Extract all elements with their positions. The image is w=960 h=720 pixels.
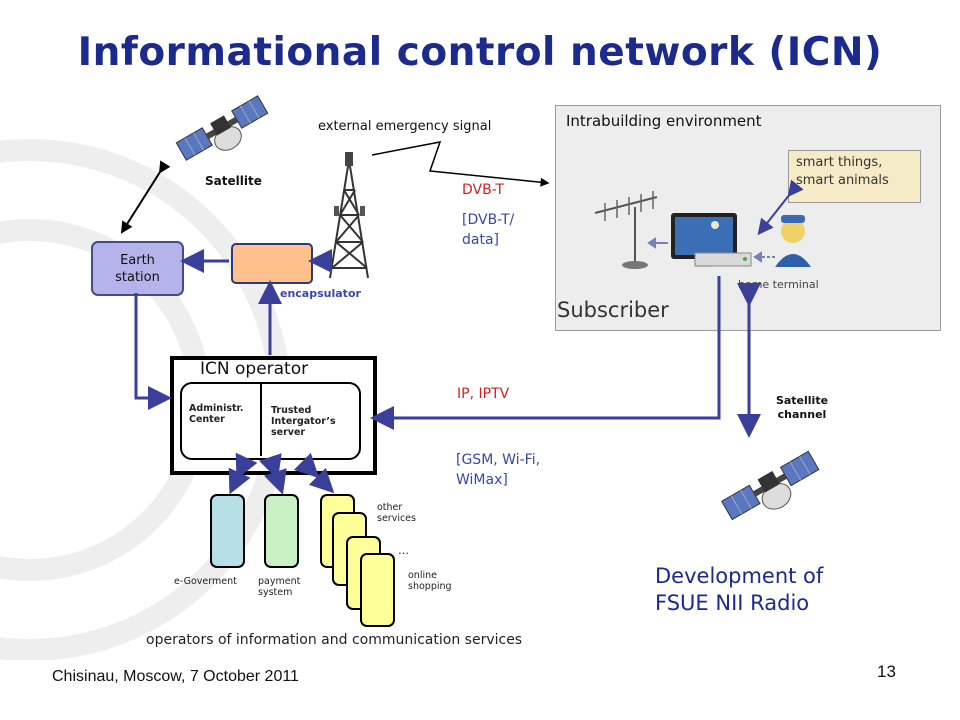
arrow-terminal-to-icn xyxy=(370,276,721,430)
arrow-icn-egov xyxy=(228,452,258,495)
arrow-satellite-earth xyxy=(120,160,171,234)
ellipsis-label: … xyxy=(398,544,409,557)
lightning-signal-arrow xyxy=(371,141,550,187)
dvbt-data-line1: [DVB-T/ xyxy=(462,212,515,228)
intrabuilding-label: Intrabuilding environment xyxy=(566,112,762,130)
ip-iptv-label: IP, IPTV xyxy=(457,386,510,402)
smart-things-box: smart things, smart animals xyxy=(788,150,921,203)
subscriber-label: Subscriber xyxy=(557,298,669,322)
operators-caption: operators of information and communicati… xyxy=(146,632,523,648)
gsm-label: [GSM, Wi-Fi, WiMax] xyxy=(456,450,540,490)
icn-divider xyxy=(260,384,262,456)
earth-station-line2: station xyxy=(115,269,160,285)
satellite-icon-bottom xyxy=(721,450,820,521)
admin-center-line2: Center xyxy=(189,414,225,425)
payment-line1: payment xyxy=(258,576,301,587)
trusted-line1: Trusted xyxy=(271,405,312,416)
arrow-earth-to-icn xyxy=(134,293,172,410)
admin-center-line1: Administr. xyxy=(189,403,244,414)
dvbt-data-line2: data] xyxy=(462,232,499,248)
page-number: 13 xyxy=(877,662,896,681)
smart-things-line2: smart animals xyxy=(796,173,889,188)
payment-system-card xyxy=(264,494,299,568)
other-services-label: other services xyxy=(377,502,416,524)
earth-station-box: Earth station xyxy=(91,241,184,296)
online-shopping-label: online shopping xyxy=(408,570,452,592)
arrow-icn-services xyxy=(293,452,335,494)
home-terminal-box-icon xyxy=(694,252,752,267)
satellite-channel-line2: channel xyxy=(777,408,827,421)
icn-operator-label: ICN operator xyxy=(200,359,309,379)
development-label: Development of FSUE NII Radio xyxy=(655,563,823,617)
trusted-integrator-label: Trusted Intergator’s server xyxy=(271,405,336,438)
broadcast-tower-icon xyxy=(329,152,369,279)
gsm-line2: WiMax] xyxy=(456,472,508,488)
satellite-label: Satellite xyxy=(205,174,262,188)
encapsulator-label: encapsulator xyxy=(280,287,361,300)
footer-location-date: Chisinau, Moscow, 7 October 2011 xyxy=(52,668,299,685)
development-line2: FSUE NII Radio xyxy=(655,591,810,615)
admin-center-label: Administr. Center xyxy=(189,403,243,425)
external-signal-label: external emergency signal xyxy=(318,119,492,134)
earth-station-line1: Earth xyxy=(120,252,155,268)
dvbt-data-label: [DVB-T/ data] xyxy=(462,210,514,250)
online-shopping-line1: online xyxy=(408,570,437,581)
smart-things-line1: smart things, xyxy=(796,155,883,170)
arrow-icn-payment xyxy=(258,453,287,495)
trusted-line3: server xyxy=(271,427,306,438)
gsm-line1: [GSM, Wi-Fi, xyxy=(456,452,541,468)
satellite-channel-label: Satellite channel xyxy=(772,394,832,422)
e-government-card xyxy=(210,494,245,568)
tv-antenna-icon xyxy=(594,191,658,269)
other-service-card-4 xyxy=(360,553,395,627)
icn-inner-box xyxy=(180,382,361,460)
satellite-channel-line1: Satellite xyxy=(775,394,829,407)
satellite-icon-top xyxy=(175,95,269,161)
trusted-line2: Intergator’s xyxy=(271,416,336,427)
payment-line2: system xyxy=(258,587,293,598)
payment-system-label: payment system xyxy=(258,576,300,598)
arrow-smart-to-person xyxy=(757,179,804,236)
page-title: Informational control network (ICN) xyxy=(77,30,883,75)
development-line1: Development of xyxy=(655,564,824,588)
tv-screen-icon xyxy=(671,213,737,267)
dvbt-label: DVB-T xyxy=(462,182,505,198)
other-services-line1: other xyxy=(377,502,403,513)
online-shopping-line2: shopping xyxy=(408,581,452,592)
other-services-line2: services xyxy=(377,513,416,524)
e-government-label: e-Goverment xyxy=(174,576,237,587)
home-equipment-illustration xyxy=(594,191,811,269)
